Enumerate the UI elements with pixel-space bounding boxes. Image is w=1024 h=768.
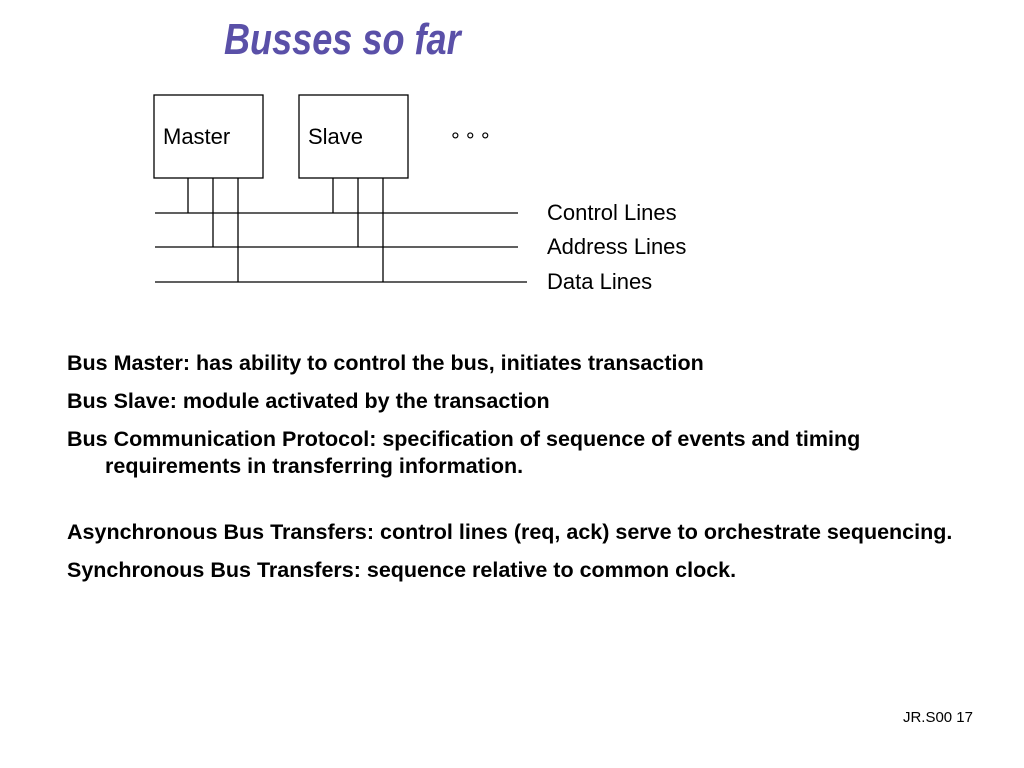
control-lines-label: Control Lines bbox=[547, 200, 677, 225]
data-lines-label: Data Lines bbox=[547, 269, 653, 294]
slave-box bbox=[298, 94, 409, 179]
master-label: Master bbox=[163, 124, 230, 149]
bus-protocol-definition: Bus Communication Protocol: specificatio… bbox=[67, 427, 861, 478]
more-modules-ellipsis: ° ° ° bbox=[451, 128, 490, 153]
bus-slave-definition: Bus Slave: module activated by the trans… bbox=[67, 389, 550, 413]
definitions-list: Bus Master: has ability to control the b… bbox=[67, 350, 967, 595]
bus-diagram: Master Slave ° ° ° bbox=[153, 94, 527, 283]
slide-number: JR.S00 17 bbox=[902, 709, 973, 726]
bus-master-definition: Bus Master: has ability to control the b… bbox=[67, 351, 704, 375]
address-lines-label: Address Lines bbox=[547, 234, 687, 259]
slave-label: Slave bbox=[308, 124, 363, 149]
slide-title: Busses so far bbox=[224, 15, 461, 64]
async-transfer-definition: Asynchronous Bus Transfers: control line… bbox=[67, 520, 953, 544]
master-box bbox=[153, 94, 264, 179]
sync-transfer-definition: Synchronous Bus Transfers: sequence rela… bbox=[67, 558, 737, 582]
